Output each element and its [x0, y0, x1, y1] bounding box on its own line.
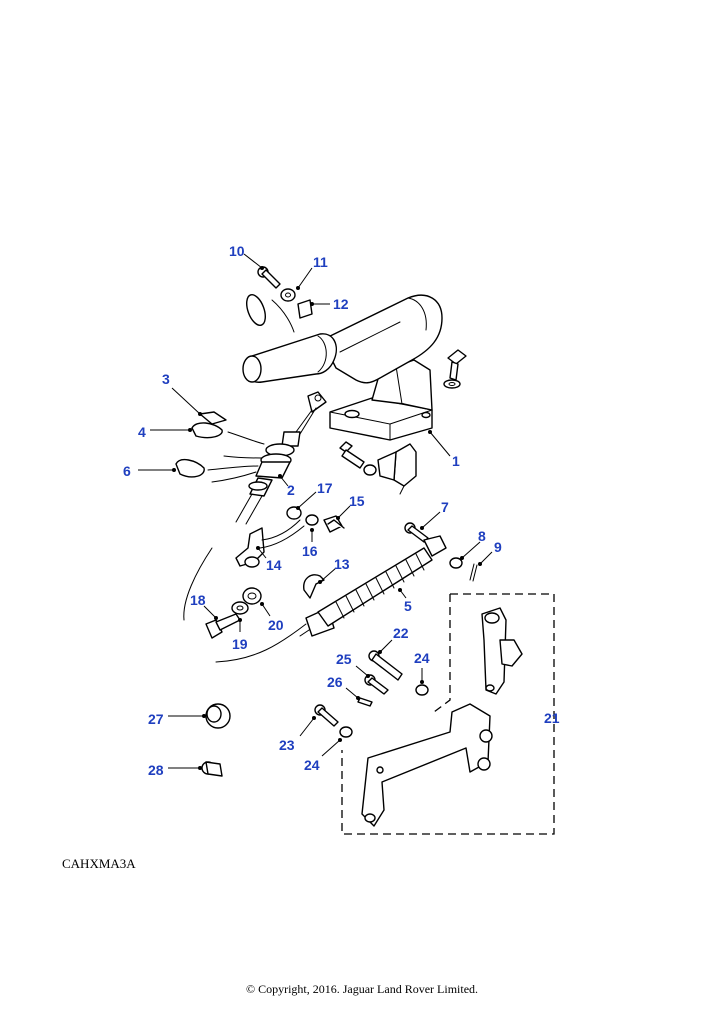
callout-12: 12	[333, 296, 349, 312]
washer-24-upper	[415, 684, 429, 696]
warning-switch	[377, 443, 417, 495]
pin-26	[357, 697, 373, 707]
clip-6	[175, 458, 205, 478]
callout-2: 2	[287, 482, 295, 498]
callout-27: 27	[148, 711, 164, 727]
callout-19: 19	[232, 636, 248, 652]
pin-7	[404, 522, 429, 543]
callout-3: 3	[162, 371, 170, 387]
callout-16: 16	[302, 543, 318, 559]
clip-4	[191, 422, 223, 439]
callout-7: 7	[441, 499, 449, 515]
callout-28: 28	[148, 762, 164, 778]
oval-clip	[246, 294, 266, 326]
bolt-23	[314, 704, 339, 727]
callout-11: 11	[313, 254, 328, 270]
callout-5: 5	[404, 598, 412, 614]
callout-21: 21	[544, 710, 560, 726]
plug-28	[201, 761, 223, 777]
clip-13	[303, 574, 325, 599]
handbrake-lever-assembly	[242, 294, 443, 441]
bolt-15	[323, 515, 345, 533]
bracket-kit-21	[341, 593, 555, 835]
split-pin-9	[469, 563, 475, 581]
washer-19	[231, 601, 249, 615]
callout-22: 22	[393, 625, 409, 641]
washer-24-lower	[339, 726, 353, 738]
callout-1: 1	[452, 453, 460, 469]
callout-8: 8	[478, 528, 486, 544]
callout-26: 26	[327, 674, 343, 690]
washer-16	[305, 514, 319, 526]
cable-adjuster-5	[215, 535, 447, 663]
washer-11	[280, 288, 296, 302]
nut-20	[242, 587, 262, 605]
callouts: 10 11 12 3 4 6 1 2 17 15 7 8 9	[123, 243, 560, 778]
diagram-reference-code: CAHXMA3A	[62, 856, 136, 871]
callout-14: 14	[266, 557, 282, 573]
callout-4: 4	[138, 424, 146, 440]
grommet-27	[205, 703, 231, 729]
callout-20: 20	[268, 617, 284, 633]
callout-9: 9	[494, 539, 502, 555]
callout-25: 25	[336, 651, 352, 667]
callout-13: 13	[334, 556, 350, 572]
bolt-22	[368, 650, 403, 681]
screw-10	[257, 266, 281, 289]
washer-8	[449, 557, 463, 569]
callout-18: 18	[190, 592, 206, 608]
callout-24-lower: 24	[304, 757, 320, 773]
lever-bolt-lower	[339, 441, 377, 476]
callout-10: 10	[229, 243, 245, 259]
bolt-18	[205, 613, 241, 639]
lever-bolt-right	[443, 349, 467, 389]
callout-17: 17	[317, 480, 333, 496]
callout-24-upper: 24	[414, 650, 430, 666]
callout-23: 23	[279, 737, 295, 753]
cable-assembly	[207, 391, 327, 525]
copyright-notice: © Copyright, 2016. Jaguar Land Rover Lim…	[245, 982, 479, 996]
clip-nut-12	[297, 299, 313, 319]
bush-17	[286, 506, 302, 520]
callout-15: 15	[349, 493, 365, 509]
clip-3	[199, 411, 227, 425]
callout-6: 6	[123, 463, 131, 479]
